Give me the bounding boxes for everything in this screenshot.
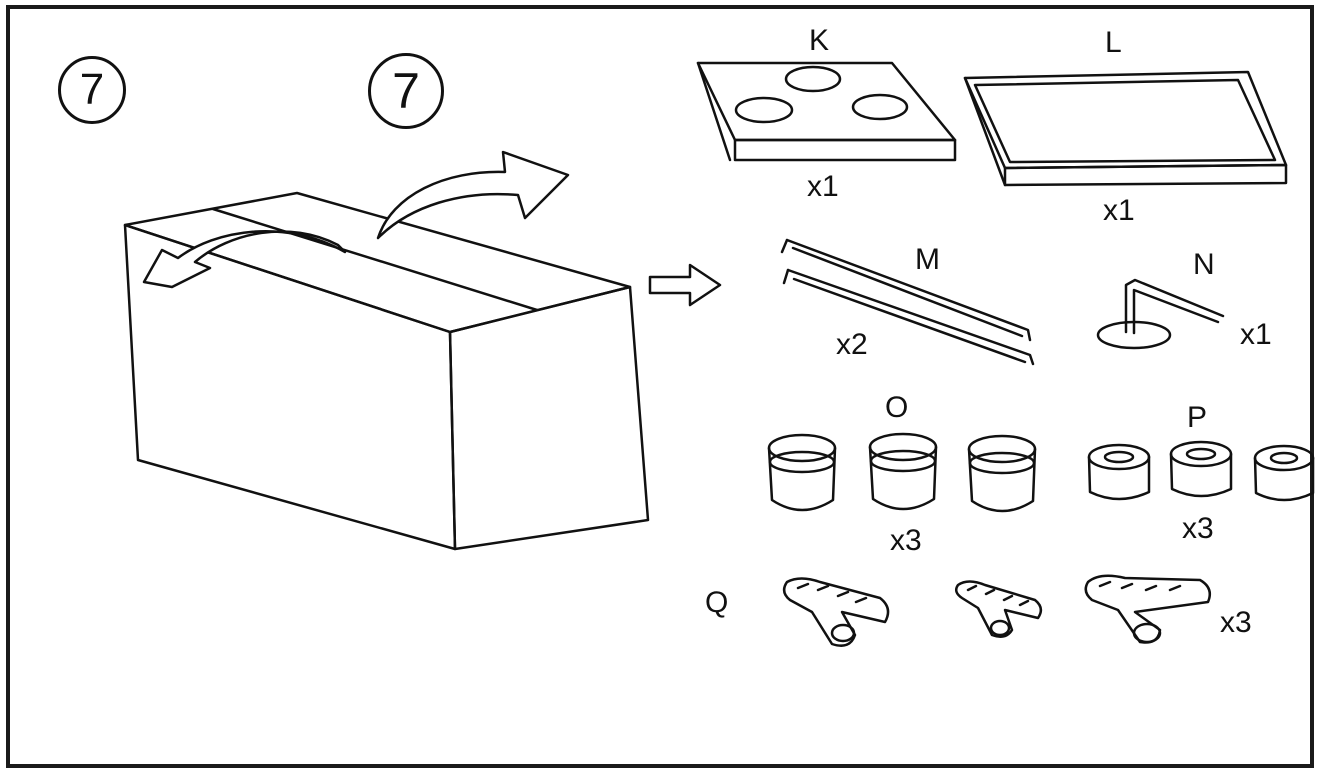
part-label-n: N	[1193, 248, 1215, 281]
small-ring-icon	[1169, 440, 1233, 498]
open-flap-arrow-right-icon	[376, 150, 570, 240]
rod-icon	[780, 238, 1035, 366]
board-with-three-holes-icon	[696, 61, 957, 162]
open-flap-arrow-left-icon	[142, 230, 347, 289]
part-quantity-l: x1	[1103, 194, 1135, 227]
instruction-frame	[6, 5, 1314, 768]
part-label-o: O	[885, 391, 909, 424]
shipping-box-icon	[123, 191, 650, 551]
small-ring-icon	[1253, 444, 1315, 502]
t-connector-icon	[782, 577, 890, 647]
part-label-p: P	[1187, 401, 1208, 434]
part-quantity-q: x3	[1220, 606, 1252, 639]
t-connector-icon	[1084, 574, 1211, 644]
large-ring-icon	[767, 433, 837, 512]
step-number-marker: 7	[58, 56, 126, 124]
t-connector-icon	[954, 580, 1043, 638]
tray-icon	[963, 70, 1288, 187]
part-quantity-m: x2	[836, 328, 868, 361]
part-label-k: K	[809, 24, 830, 57]
large-ring-icon	[967, 434, 1037, 513]
part-quantity-o: x3	[890, 524, 922, 557]
step-number: 7	[392, 63, 420, 119]
step-number-marker: 7	[368, 53, 444, 129]
part-label-q: Q	[705, 586, 729, 619]
part-label-l: L	[1105, 26, 1122, 59]
direction-arrow-icon	[648, 263, 722, 307]
part-quantity-n: x1	[1240, 318, 1272, 351]
small-ring-icon	[1087, 443, 1151, 501]
part-quantity-p: x3	[1182, 512, 1214, 545]
step-number: 7	[79, 65, 105, 114]
part-quantity-k: x1	[807, 170, 839, 203]
part-label-m: M	[915, 243, 940, 276]
stand-hook-icon	[1096, 278, 1225, 350]
large-ring-icon	[868, 432, 938, 511]
